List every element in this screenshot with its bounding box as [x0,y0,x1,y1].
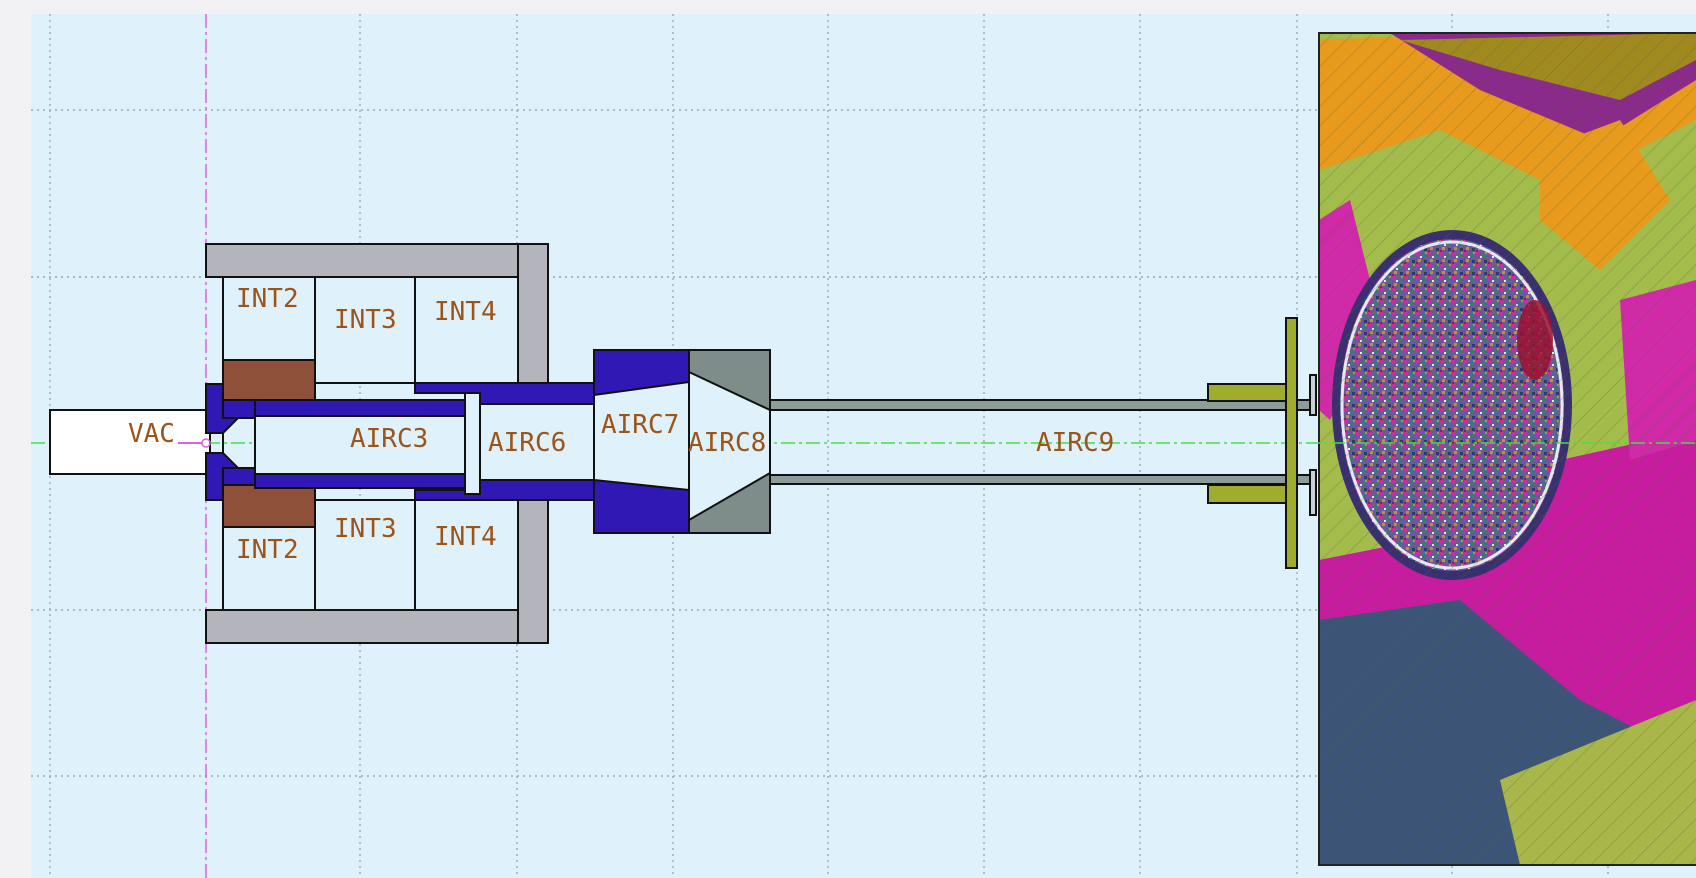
region-label-int2-top: INT2 [236,284,299,314]
shield-bottom [222,484,316,528]
phantom-border [1318,32,1696,866]
region-label-int3-top: INT3 [334,305,397,335]
region-label-airc8: AIRC8 [688,428,766,458]
collimator [205,382,595,501]
shield-top [222,359,316,401]
housing [205,243,549,644]
phantom-image [1319,33,1696,865]
region-label-int4-bottom: INT4 [434,522,497,552]
region-label-airc7: AIRC7 [601,410,679,440]
region-label-airc6: AIRC6 [488,428,566,458]
region-label-int4-top: INT4 [434,297,497,327]
region-label-airc3: AIRC3 [350,424,428,454]
region-label-airc9: AIRC9 [1036,428,1114,458]
flange [1207,317,1317,569]
region-label-int2-bottom: INT2 [236,535,299,565]
origin-marker-icon[interactable] [178,438,211,448]
airc7-block [593,349,690,534]
region-label-vac: VAC [128,419,175,449]
region-label-int3-bottom: INT3 [334,514,397,544]
airc8-cone [688,349,771,534]
